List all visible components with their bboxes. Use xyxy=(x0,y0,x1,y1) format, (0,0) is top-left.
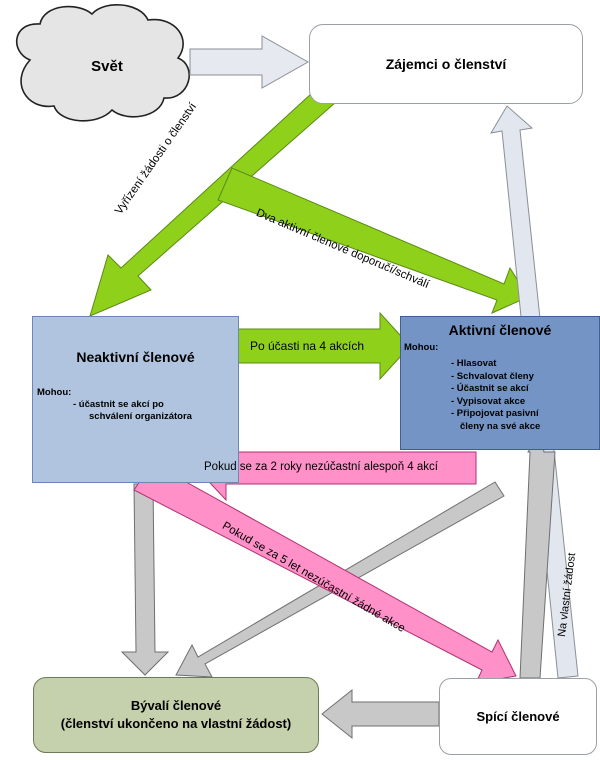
label-pokud-2: Pokud se za 2 roky nezúčastní alespoň 4 … xyxy=(204,461,438,473)
node-neaktivni-item: - účastnit se akcí po xyxy=(73,399,164,410)
node-aktivni-item: - Schvalovat členy xyxy=(451,370,534,382)
cloud-shape xyxy=(15,4,190,122)
node-zajemci-label: Zájemci o členství xyxy=(385,56,507,72)
node-byvali: Bývalí členové (členství ukončeno na vla… xyxy=(33,677,319,753)
node-byvali-line1: Bývalí členové xyxy=(130,698,222,713)
node-zajemci: Zájemci o členství xyxy=(309,24,583,104)
arrow-svet-to-zajemci xyxy=(189,35,310,89)
node-aktivni-item: - Připojovat pasivní xyxy=(451,408,539,419)
node-neaktivni-item: schválení organizátora xyxy=(89,411,192,422)
node-aktivni: Aktivní členové Mohou: - Hlasovat - Schv… xyxy=(400,316,600,450)
arrow-vyrizeni xyxy=(89,81,337,317)
node-neaktivni: Neaktivní členové Mohou: - účastnit se a… xyxy=(32,316,239,483)
node-aktivni-item: - Hlasovat xyxy=(451,358,497,369)
node-aktivni-item: členy na své akce xyxy=(460,420,541,432)
node-neaktivni-can-label: Mohou: xyxy=(37,387,72,398)
arrow-doporuci xyxy=(217,167,529,314)
arrow-po-ucasti xyxy=(231,311,411,381)
label-po-ucasti: Po účasti na 4 akcích xyxy=(250,339,365,353)
node-spici-label: Spící členové xyxy=(476,709,560,724)
arrow-spici-to-byvali xyxy=(321,688,440,740)
node-aktivni-title: Aktivní členové xyxy=(448,322,552,338)
node-byvali-line2: (členství ukončeno na vlastní žádost) xyxy=(60,716,292,731)
arrow-neaktivni-to-byvali xyxy=(120,483,170,676)
arrow-pokud-5 xyxy=(133,462,517,684)
svet-label: Svět xyxy=(91,57,123,75)
node-aktivni-item: - Účastnit se akcí xyxy=(451,383,529,394)
node-aktivni-item: - Vypisovat akce xyxy=(451,395,526,407)
node-aktivni-can-label: Mohou: xyxy=(404,342,439,353)
node-aktivni-list: - Hlasovat - Schvalovat členy - Účastnit… xyxy=(451,358,599,433)
node-spici: Spící členové xyxy=(439,678,597,755)
node-neaktivni-list: - účastnit se akcí po schválení organizá… xyxy=(73,399,238,423)
node-neaktivni-title: Neaktivní členové xyxy=(76,349,195,365)
